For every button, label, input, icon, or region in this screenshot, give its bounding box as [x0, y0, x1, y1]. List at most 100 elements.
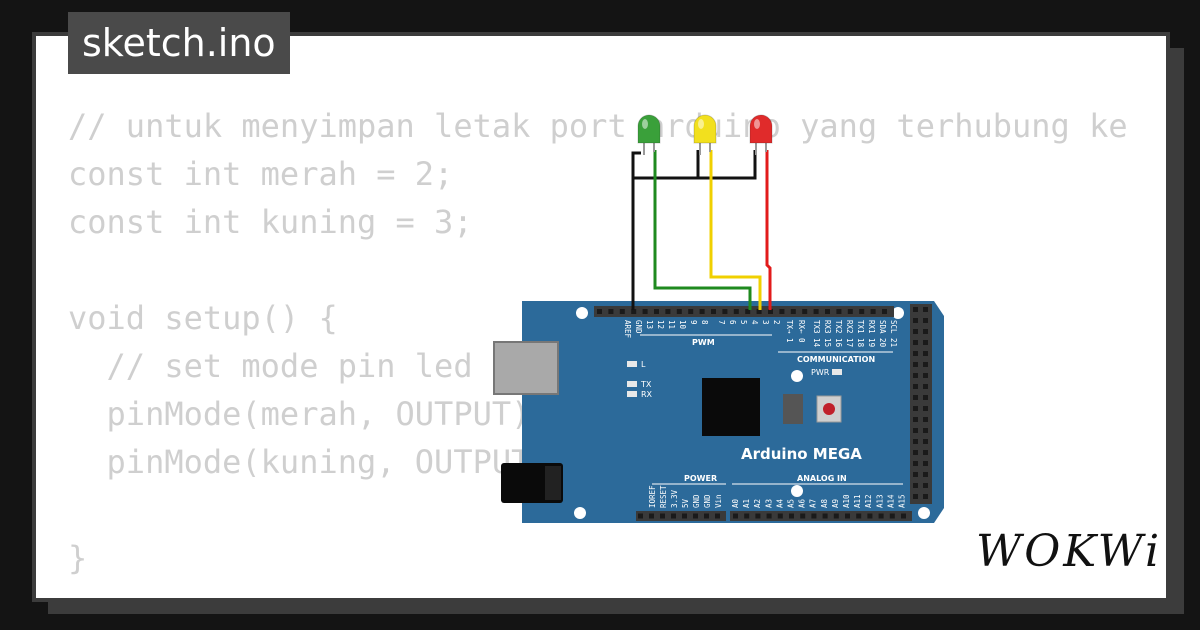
wire-gnd	[631, 151, 641, 310]
header-pin	[642, 309, 648, 314]
header-pin	[744, 513, 750, 519]
header-pin	[913, 472, 918, 477]
led-red[interactable]	[749, 114, 773, 155]
header-pin	[923, 472, 928, 477]
header-pin	[923, 362, 928, 367]
analog-header	[730, 511, 912, 521]
mount-hole	[791, 485, 803, 497]
header-pin	[923, 329, 928, 334]
header-pin	[833, 513, 839, 519]
header-pin	[597, 309, 602, 314]
header-pin	[913, 461, 918, 466]
header-pin	[913, 439, 918, 444]
code-line: void setup() {	[68, 299, 338, 337]
mount-hole	[791, 370, 803, 382]
header-pin	[608, 309, 614, 314]
header-pin	[923, 395, 928, 400]
header-pin	[913, 373, 918, 378]
header-pin	[715, 513, 720, 519]
pin-label: TX1 18	[856, 320, 865, 348]
header-pin	[923, 351, 928, 356]
header-pin	[889, 513, 895, 519]
header-pin	[913, 428, 918, 433]
pin-label: GND	[703, 494, 712, 508]
header-pin	[671, 513, 676, 519]
header-pin	[870, 309, 876, 314]
power-label: POWER	[684, 474, 717, 483]
pin-label: A4	[775, 498, 784, 508]
header-pin	[682, 513, 687, 519]
pin-label: 13	[645, 320, 654, 329]
pin-label: RX← 0	[797, 320, 806, 343]
wire-green	[653, 150, 752, 310]
pin-label: 3	[761, 320, 770, 325]
header-pin	[733, 513, 738, 519]
pin-label: RX2 17	[845, 320, 854, 347]
header-pin	[923, 494, 928, 499]
header-pin	[711, 309, 716, 314]
header-pin	[649, 513, 654, 519]
header-pins	[597, 307, 928, 519]
pin-label: TX3 14	[812, 320, 821, 348]
pin-label: 6	[728, 320, 737, 325]
pin-label: TX→ 1	[785, 320, 794, 343]
header-pin	[923, 461, 928, 466]
header-pin	[923, 384, 928, 389]
top-header	[594, 306, 894, 317]
pwr-label: PWR	[811, 368, 830, 377]
pin-label: A3	[764, 499, 773, 508]
wire-gnd-bus	[633, 150, 757, 180]
pin-label: GND	[634, 320, 643, 334]
header-pin	[756, 309, 762, 314]
led-l	[627, 361, 637, 367]
header-pin	[913, 351, 918, 356]
header-pin	[913, 417, 918, 422]
pin-label: SCL 21	[889, 320, 898, 347]
header-pin	[913, 450, 918, 455]
pin-label: RX1 19	[867, 320, 876, 347]
filename-tab[interactable]: sketch.ino	[68, 12, 290, 74]
code-line: const int kuning = 3;	[68, 203, 473, 241]
rx-label: RX	[641, 390, 653, 399]
wire-red	[765, 150, 772, 310]
pin-label: GND	[692, 494, 701, 508]
code-editor: // untuk menyimpan letak port arduino ya…	[68, 102, 1128, 582]
header-pin	[913, 395, 918, 400]
pin-label: 9	[689, 320, 698, 325]
mount-hole	[918, 507, 930, 519]
header-pin	[878, 513, 884, 519]
header-pin	[789, 513, 794, 519]
pin-label: A0	[731, 498, 740, 508]
led-yellow[interactable]	[693, 114, 717, 155]
pin-label: A11	[853, 494, 862, 508]
header-pin	[859, 309, 865, 314]
header-pin	[654, 309, 659, 314]
header-pin	[923, 428, 928, 433]
led-green[interactable]	[637, 114, 661, 155]
pin-label: AREF	[623, 320, 632, 339]
header-pin	[745, 309, 751, 314]
header-pin	[825, 309, 830, 314]
pin-label: 8	[700, 320, 709, 325]
led-rx	[627, 391, 637, 397]
pin-label: RESET	[659, 485, 668, 508]
header-pin	[923, 318, 928, 323]
pwm-label: PWM	[692, 338, 715, 347]
header-pin	[913, 362, 918, 367]
header-pin	[722, 309, 728, 314]
code-line: const int merah = 2;	[68, 155, 454, 193]
pin-label: TX2 16	[834, 320, 843, 348]
pin-label: A14	[886, 494, 895, 508]
header-pin	[923, 340, 928, 345]
circuit-diagram: Arduino MEGA PWM COMMUNICATION POWER ANA…	[493, 114, 944, 523]
header-pin	[777, 513, 783, 519]
header-pin	[923, 417, 928, 422]
pin-label: A1	[742, 499, 751, 508]
pin-label: 11	[667, 320, 676, 329]
pin-label: A12	[864, 494, 873, 508]
reset-button-cap	[823, 403, 835, 415]
header-pin	[766, 513, 772, 519]
header-pin	[923, 450, 928, 455]
